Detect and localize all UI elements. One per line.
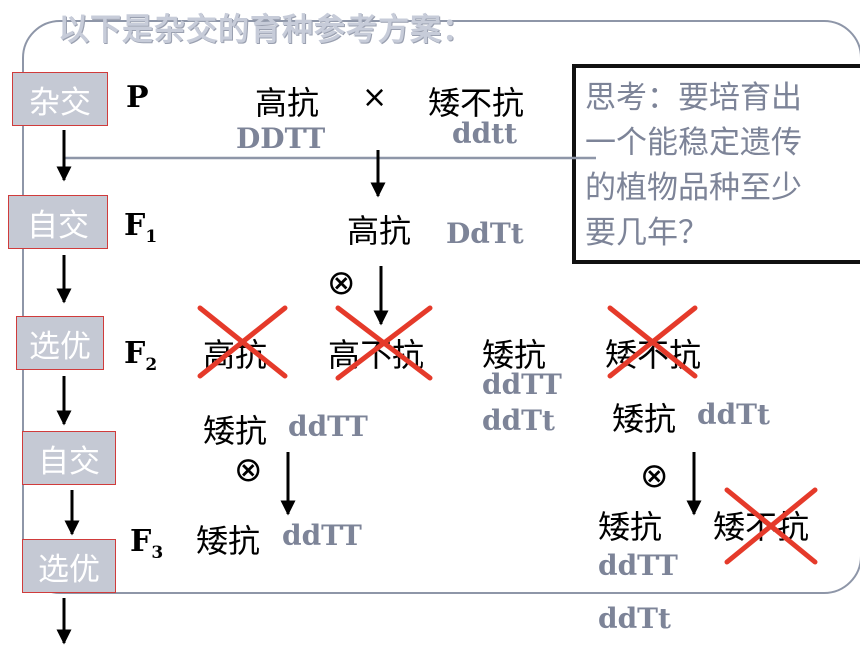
f1-genotype: DdTt [446,217,524,250]
f2-phenotype-tall-susceptible: 高不抗 [328,336,425,374]
f2-genotype: ddTT [482,368,562,401]
f2-genotype: ddTt [482,404,555,437]
f1-phenotype: 高抗 [347,212,412,250]
f3-right-phenotype-resistant: 矮抗 [598,508,663,546]
f3-right-genotype: ddTt [598,602,671,635]
f2-phenotype-dwarf-resistant: 矮抗 [482,336,547,374]
parent1-genotype: DDTT [236,122,326,155]
selected-right-genotype: ddTt [697,398,770,431]
f3-left-genotype: ddTT [282,519,362,552]
f3-right-phenotype-susceptible: 矮不抗 [713,508,810,546]
selfing-symbol-icon: ⊗ [640,456,669,496]
cross-out-icon [197,305,288,379]
question-box: 思考：要培育出 一个能稳定遗传 的植物品种至少 要几年？ [572,64,860,264]
parent1-phenotype: 高抗 [255,84,320,122]
diagram-frame [22,20,860,594]
generation-f3: F3 [130,524,164,563]
cross-out-icon [335,305,433,381]
selected-right-phenotype: 矮抗 [612,400,677,438]
step-label-self-2: 自交 [22,431,116,485]
page-title: 以下是杂交的育种参考方案： [58,12,474,48]
f3-left-phenotype: 矮抗 [196,522,261,560]
step-label-self-1: 自交 [8,195,108,249]
cross-out-icon [724,487,818,565]
question-line: 思考：要培育出 [585,80,802,116]
cross-symbol: × [362,80,388,115]
question-line: 一个能稳定遗传 [585,125,802,161]
question-line: 的植物品种至少 [585,170,802,206]
selected-left-phenotype: 矮抗 [203,412,268,450]
generation-f1: F1 [124,208,158,247]
generation-f2: F2 [124,336,158,375]
parent2-genotype: ddtt [452,117,518,150]
step-label-select-2: 选优 [22,539,116,593]
selfing-symbol-icon: ⊗ [234,450,263,490]
cross-out-icon [607,305,698,379]
f3-right-genotype: ddTT [598,549,678,582]
generation-p: P [126,80,149,115]
selfing-symbol-icon: ⊗ [327,263,356,303]
question-line: 要几年？ [585,215,709,251]
step-label-select-1: 选优 [16,316,104,370]
selected-left-genotype: ddTT [288,410,368,443]
step-label-cross: 杂交 [12,72,108,126]
parent2-phenotype: 矮不抗 [428,84,525,122]
